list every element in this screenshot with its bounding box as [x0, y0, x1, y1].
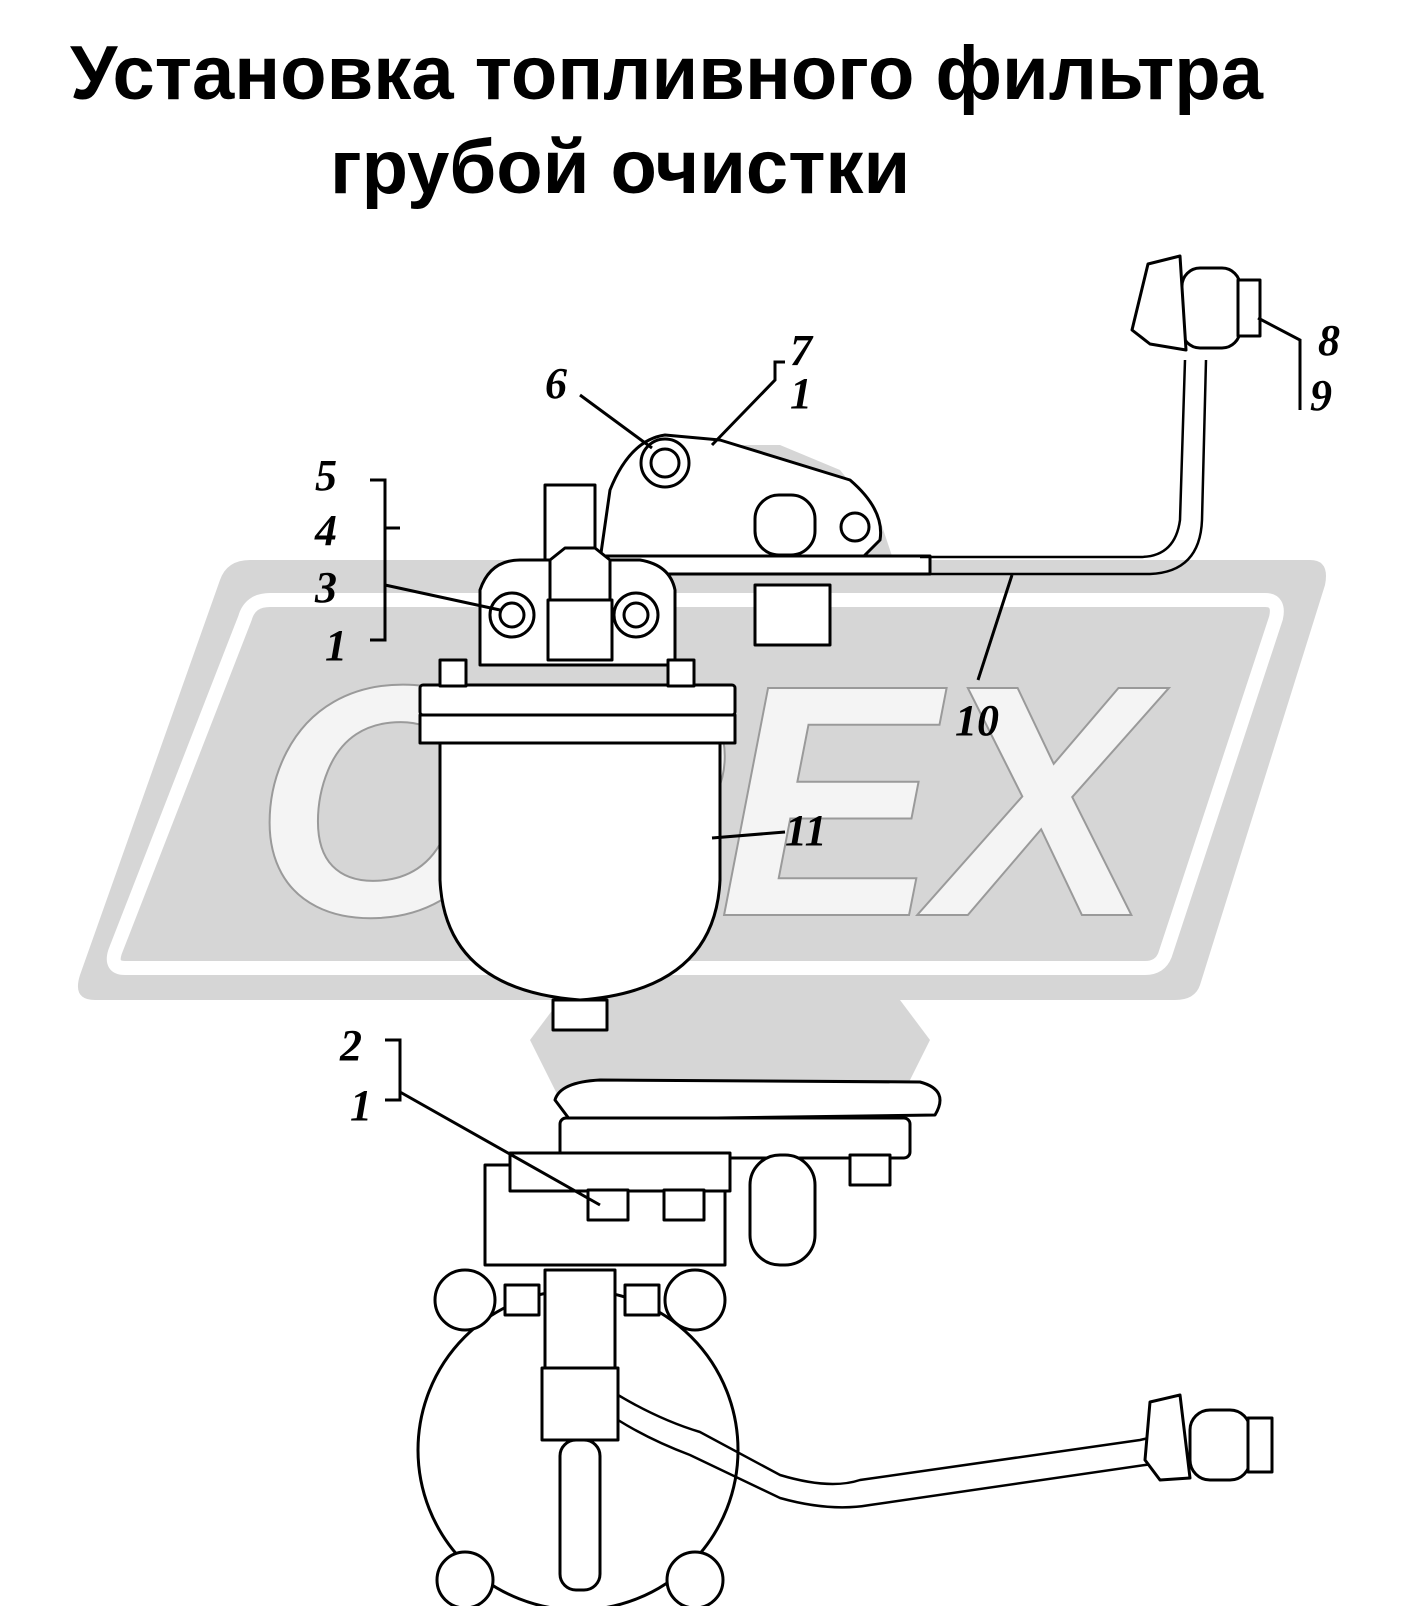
lower-bracket-nut [848, 1153, 892, 1187]
filter-flange [418, 683, 737, 717]
callout-1-lower: 1 [350, 1081, 372, 1130]
filter-bowl [438, 741, 722, 1002]
callout-2: 2 [339, 1021, 362, 1070]
flange-nut-left [438, 658, 468, 688]
callout-8: 8 [1318, 316, 1340, 365]
union-nut-top [1236, 278, 1262, 338]
bracket-tab [753, 493, 817, 557]
bracket-5-4-3-1 [370, 478, 387, 642]
fuel-pipe-bend [920, 359, 1187, 559]
lower-bolt-b [662, 1188, 706, 1222]
central-fitting [548, 546, 612, 602]
callout-7: 7 [790, 326, 814, 375]
central-fitting-nut [546, 598, 614, 662]
lower-ear-left [433, 1268, 497, 1332]
lower-nut-left [503, 1283, 541, 1317]
lower-fuel-pipe-outer [617, 1418, 1183, 1509]
filter-bolt-right-inner [622, 601, 650, 629]
bracket-bolt-right [839, 511, 871, 543]
lower-ear-bl [435, 1550, 495, 1606]
callout-3: 3 [314, 563, 337, 612]
lower-filter-assembly [416, 1078, 1274, 1606]
callout-4: 4 [314, 506, 337, 555]
pipe-union-bottom [1188, 1408, 1252, 1482]
watermark-band-inner [106, 593, 1284, 975]
bracket-2-1 [385, 1038, 402, 1102]
callout-5: 5 [315, 451, 337, 500]
leader-8-9 [1257, 316, 1302, 410]
bracket-bolt-upper-inner [649, 447, 681, 479]
union-nut-bottom [1246, 1416, 1274, 1474]
title-line-2: грубой очистки [330, 125, 911, 210]
drain-plug [551, 998, 609, 1032]
callout-10: 10 [955, 696, 999, 745]
leader-2-1 [399, 1090, 601, 1207]
callout-1-upper-right: 1 [790, 369, 812, 418]
lower-ear-br [665, 1550, 725, 1606]
pipe-sleeve-top [1130, 254, 1188, 352]
leader-3 [384, 583, 501, 612]
callout-1-upper-left: 1 [325, 621, 347, 670]
lower-bolt-a [586, 1188, 630, 1222]
callout-6: 6 [545, 359, 567, 408]
fuel-pipe-bend-outer [920, 359, 1208, 576]
lower-bracket-cap [553, 1078, 942, 1122]
lower-drain-fitting [558, 1438, 602, 1592]
callout-labels: 5 4 3 1 6 7 1 8 9 10 11 2 1 [314, 316, 1340, 1130]
lower-fuel-pipe [617, 1393, 1183, 1486]
pipe-clamp-block [753, 583, 832, 647]
lower-hex-fitting [540, 1366, 620, 1442]
flange-nut-right [666, 658, 696, 688]
watermark-gear-lower [530, 1000, 930, 1100]
pipe-sleeve-bottom [1143, 1393, 1192, 1482]
leader-11 [711, 830, 786, 840]
upper-filter-assembly [418, 254, 1262, 1032]
lower-bracket-arm [748, 1153, 817, 1267]
lower-bracket-plate [558, 1116, 912, 1160]
leader-lines [370, 316, 1302, 1207]
filter-gasket [418, 713, 737, 745]
lower-nut-right [623, 1283, 661, 1317]
callout-9: 9 [1310, 371, 1332, 420]
title-line-1: Установка топливного фильтра [70, 31, 1263, 116]
leader-6 [579, 393, 653, 450]
leader-10 [976, 574, 1014, 681]
bracket-7-1 [710, 360, 785, 447]
pipe-union-top [1180, 266, 1242, 350]
filter-bolt-left-inner [498, 601, 526, 629]
lower-ear-right [663, 1268, 727, 1332]
callout-11: 11 [785, 806, 827, 855]
